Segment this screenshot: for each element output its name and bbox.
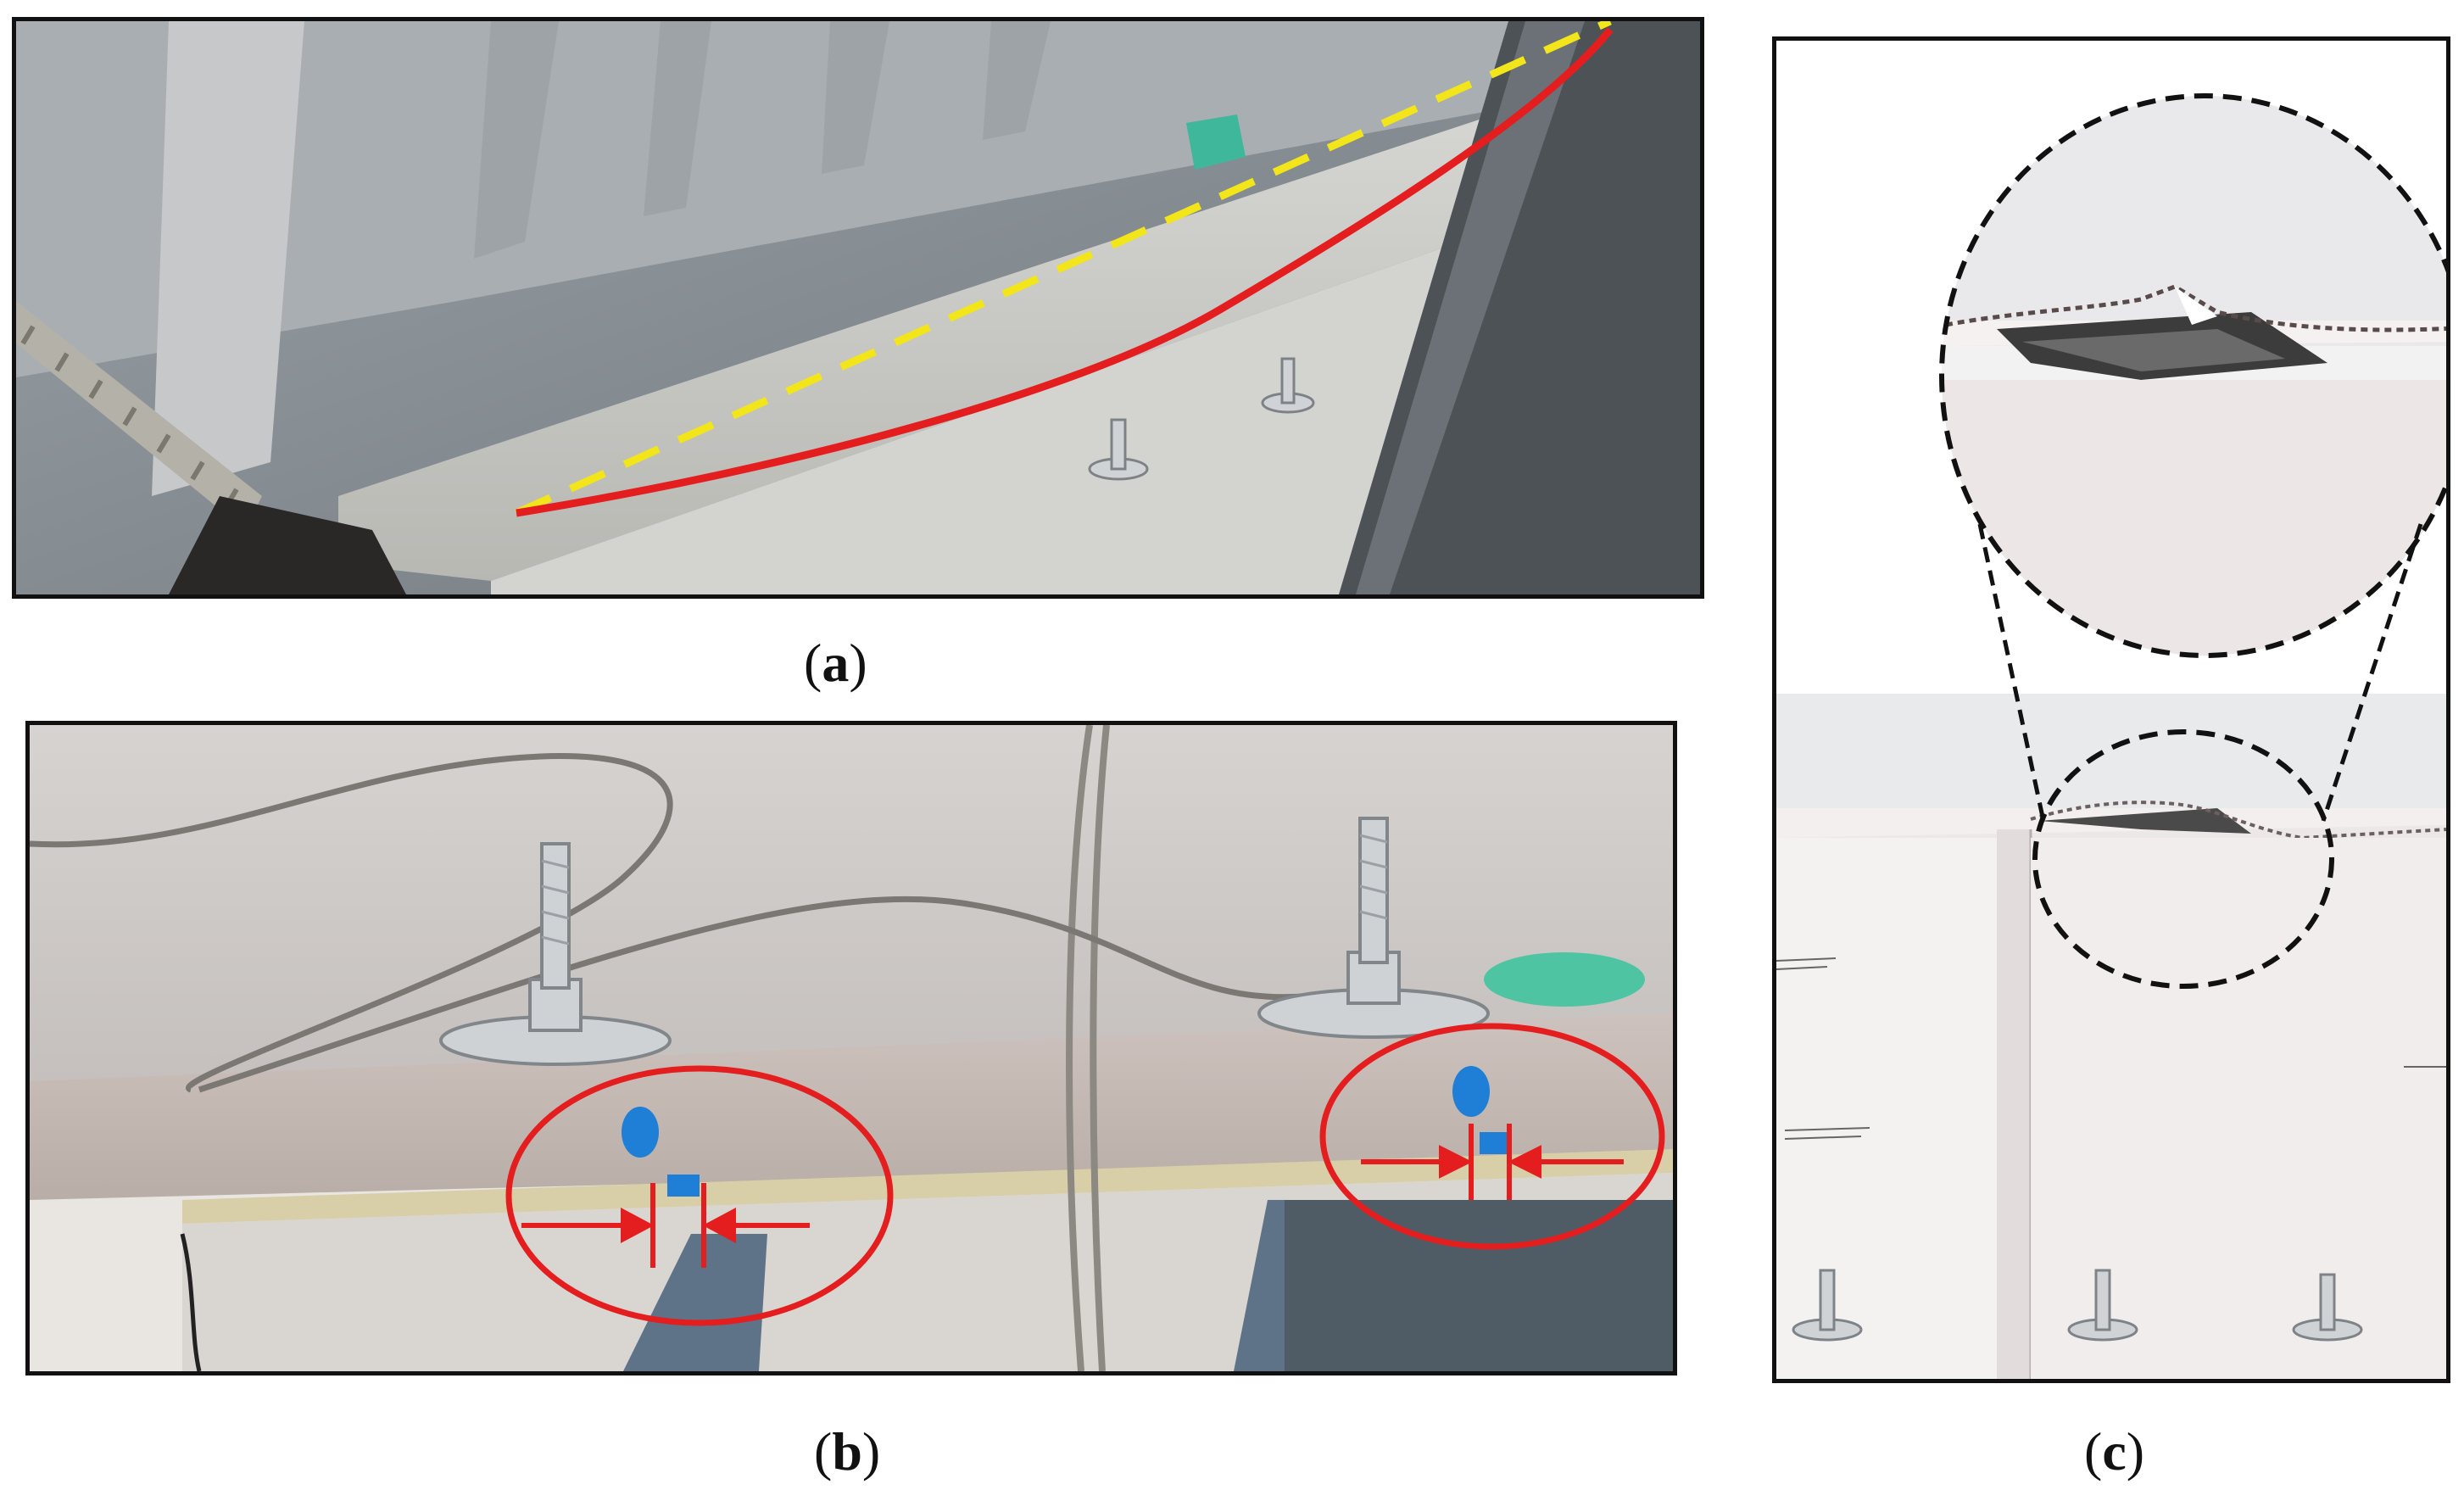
zoom-circle-small [2032, 729, 2334, 989]
caption-b: (b) [814, 1421, 881, 1481]
panel-a-photo [12, 17, 1704, 599]
measure-ellipse-left [505, 1065, 894, 1326]
deflected-curve [516, 27, 1614, 517]
zoom-circle-large [1939, 93, 2446, 658]
measure-ellipse-right [1319, 1023, 1665, 1250]
caption-c: (c) [2084, 1421, 2145, 1481]
reference-line [515, 21, 1612, 517]
panel-b-photo [25, 721, 1677, 1375]
panel-c-illustration [1776, 41, 2446, 1379]
panel-c-photo [1772, 36, 2450, 1383]
panel-b-illustration [30, 725, 1673, 1371]
panel-a-illustration [16, 21, 1700, 594]
caption-a: (a) [804, 633, 867, 693]
